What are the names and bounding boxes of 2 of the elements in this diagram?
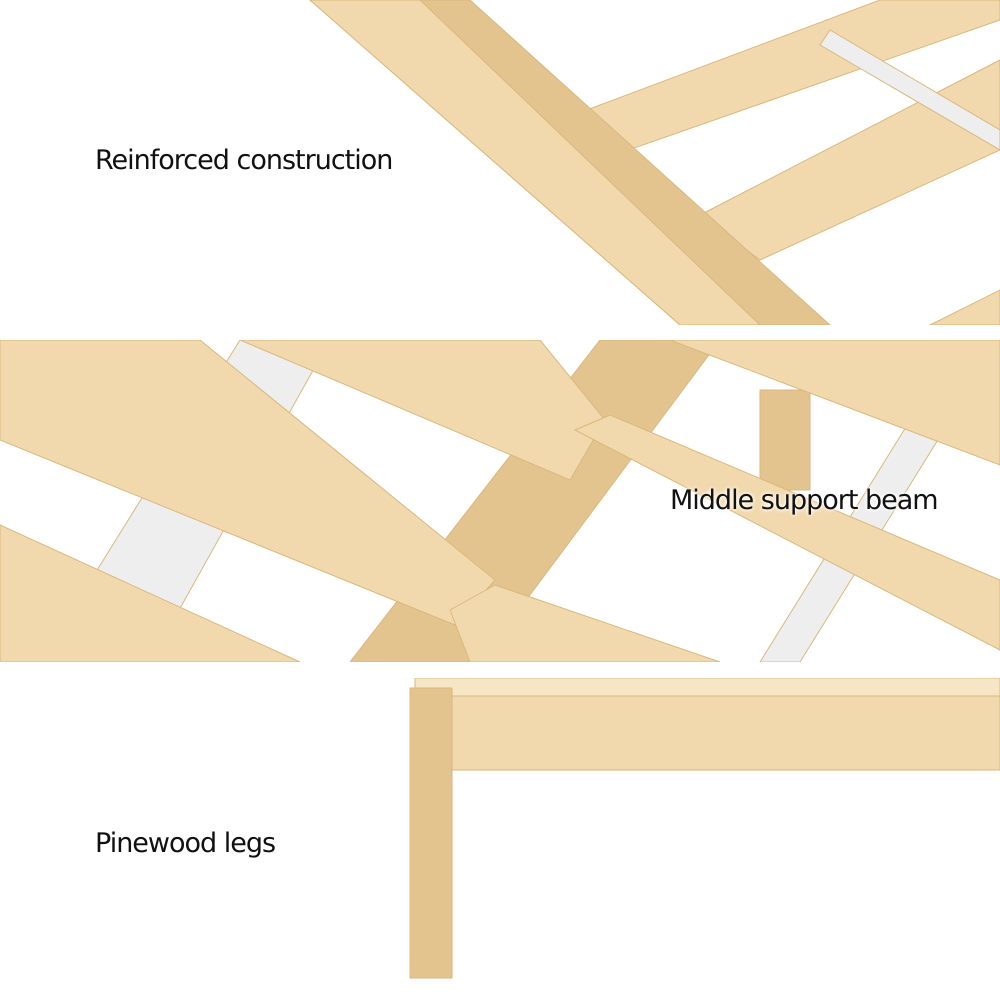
feature-caption: Pinewood legs xyxy=(95,828,276,859)
feature-caption: Reinforced construction xyxy=(95,145,392,176)
